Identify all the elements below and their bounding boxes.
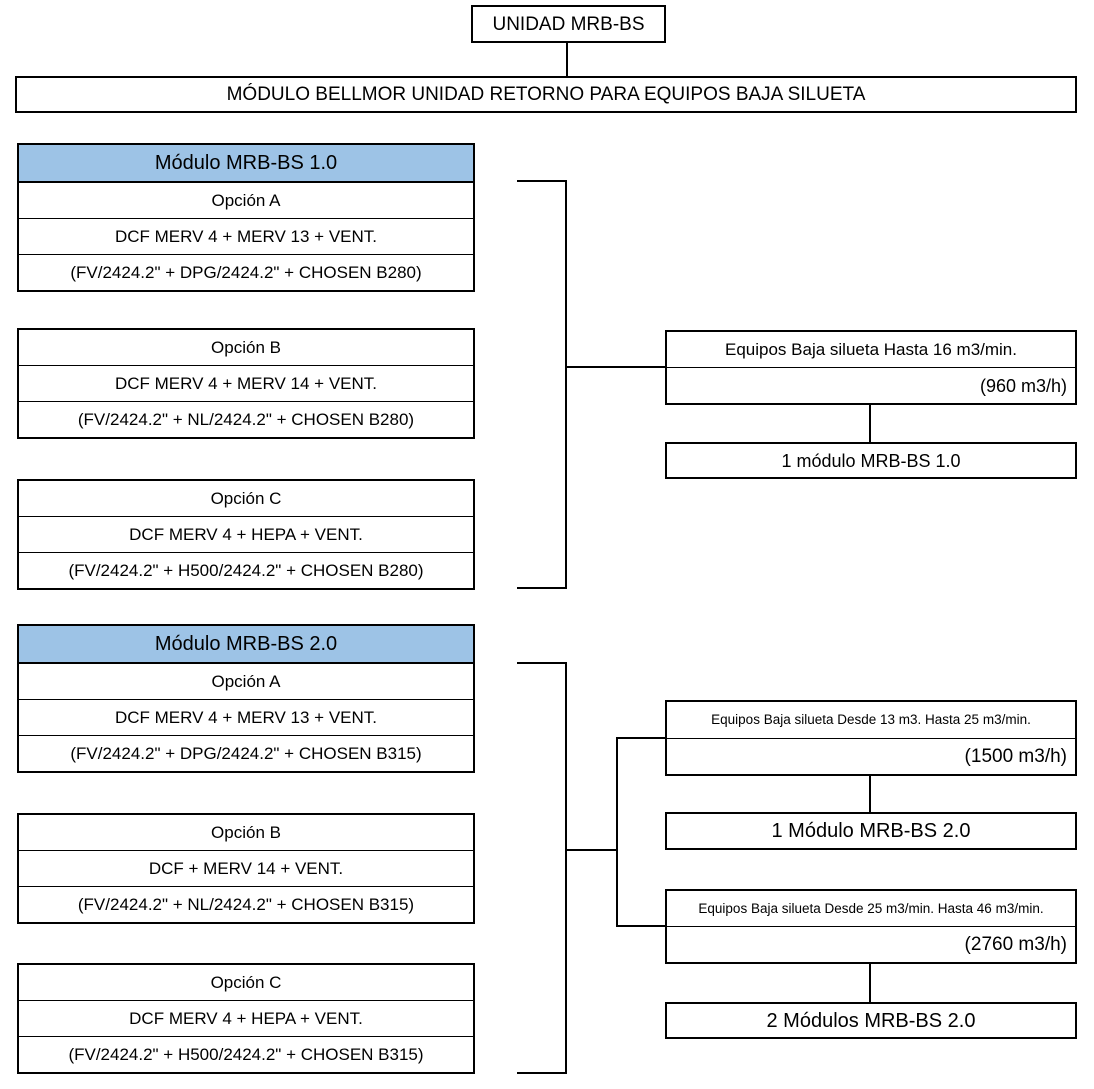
- connector-capacity1-to-result: [869, 404, 871, 442]
- option-config: DCF MERV 4 + HEPA + VENT.: [19, 516, 473, 552]
- option-config: DCF MERV 4 + MERV 13 + VENT.: [19, 218, 473, 254]
- connector-split2-vertical: [616, 737, 618, 927]
- option-detail: (FV/2424.2" + NL/2424.2" + CHOSEN B280): [19, 401, 473, 437]
- option-block-1c: Opción C DCF MERV 4 + HEPA + VENT. (FV/2…: [17, 479, 475, 590]
- subtitle-text: MÓDULO BELLMOR UNIDAD RETORNO PARA EQUIP…: [226, 84, 866, 105]
- capacity-range: Equipos Baja silueta Desde 25 m3/min. Ha…: [698, 900, 1044, 916]
- module-header: Módulo MRB-BS 2.0: [19, 626, 473, 663]
- capacity-range: Equipos Baja silueta Hasta 16 m3/min.: [725, 340, 1017, 359]
- result-label: 1 módulo MRB-BS 1.0: [781, 450, 961, 471]
- option-detail: (FV/2424.2" + DPG/2424.2" + CHOSEN B315): [19, 735, 473, 771]
- option-name: Opción A: [19, 663, 473, 699]
- connector-bracket1-vertical: [565, 180, 567, 589]
- connector-bracket1-bottom: [517, 587, 567, 589]
- option-name: Opción C: [210, 489, 282, 508]
- unidad-title-box: UNIDAD MRB-BS: [471, 5, 666, 43]
- result-label: 2 Módulos MRB-BS 2.0: [766, 1009, 976, 1032]
- connector-bracket2-bottom: [517, 1072, 567, 1074]
- option-name: Opción A: [19, 182, 473, 218]
- connector-bracket2-vertical: [565, 662, 567, 1074]
- option-config: DCF + MERV 14 + VENT.: [19, 850, 473, 886]
- connector-capacity2a-to-result: [869, 776, 871, 812]
- connector-capacity2b-to-result: [869, 964, 871, 1002]
- capacity-flow: (1500 m3/h): [667, 738, 1075, 774]
- option-detail: (FV/2424.2" + H500/2424.2" + CHOSEN B280…: [19, 552, 473, 588]
- option-name: Opción C: [210, 973, 282, 992]
- result-label: 1 Módulo MRB-BS 2.0: [771, 820, 971, 842]
- result-box-1: 1 módulo MRB-BS 1.0: [665, 442, 1077, 479]
- option-block-2b: Opción B DCF + MERV 14 + VENT. (FV/2424.…: [17, 813, 475, 924]
- capacity-flow: (960 m3/h): [667, 367, 1075, 403]
- option-config: DCF MERV 4 + MERV 14 + VENT.: [19, 365, 473, 401]
- connector-bracket2-top: [517, 662, 567, 664]
- connector-bracket1-top: [517, 180, 567, 182]
- option-detail: (FV/2424.2" + NL/2424.2" + CHOSEN B315): [19, 886, 473, 922]
- option-config: DCF MERV 4 + HEPA + VENT.: [19, 1000, 473, 1036]
- capacity-box-2a: Equipos Baja silueta Desde 13 m3. Hasta …: [665, 700, 1077, 776]
- result-box-2a: 1 Módulo MRB-BS 2.0: [665, 812, 1077, 850]
- connector-split2-branch-bottom: [618, 925, 665, 927]
- connector-split2-branch-top: [618, 737, 665, 739]
- option-name: Opción B: [211, 338, 281, 357]
- result-box-2b: 2 Módulos MRB-BS 2.0: [665, 1002, 1077, 1039]
- option-block-2c: Opción C DCF MERV 4 + HEPA + VENT. (FV/2…: [17, 963, 475, 1074]
- option-detail: (FV/2424.2" + DPG/2424.2" + CHOSEN B280): [19, 254, 473, 290]
- module-block-1: Módulo MRB-BS 1.0 Opción A DCF MERV 4 + …: [17, 143, 475, 292]
- module-header: Módulo MRB-BS 1.0: [19, 145, 473, 182]
- connector-title-to-subtitle: [566, 43, 568, 76]
- capacity-box-2b: Equipos Baja silueta Desde 25 m3/min. Ha…: [665, 889, 1077, 964]
- option-name: Opción B: [211, 823, 281, 842]
- capacity-box-1: Equipos Baja silueta Hasta 16 m3/min. (9…: [665, 330, 1077, 405]
- option-block-1b: Opción B DCF MERV 4 + MERV 14 + VENT. (F…: [17, 328, 475, 439]
- module-block-2: Módulo MRB-BS 2.0 Opción A DCF MERV 4 + …: [17, 624, 475, 773]
- capacity-range: Equipos Baja silueta Desde 13 m3. Hasta …: [711, 712, 1031, 728]
- option-detail: (FV/2424.2" + H500/2424.2" + CHOSEN B315…: [19, 1036, 473, 1072]
- subtitle-box: MÓDULO BELLMOR UNIDAD RETORNO PARA EQUIP…: [15, 76, 1077, 113]
- unidad-title: UNIDAD MRB-BS: [492, 13, 645, 35]
- option-config: DCF MERV 4 + MERV 13 + VENT.: [19, 699, 473, 735]
- capacity-flow: (2760 m3/h): [667, 926, 1075, 962]
- connector-bracket2-to-split: [567, 849, 618, 851]
- connector-bracket1-to-capacity: [567, 366, 665, 368]
